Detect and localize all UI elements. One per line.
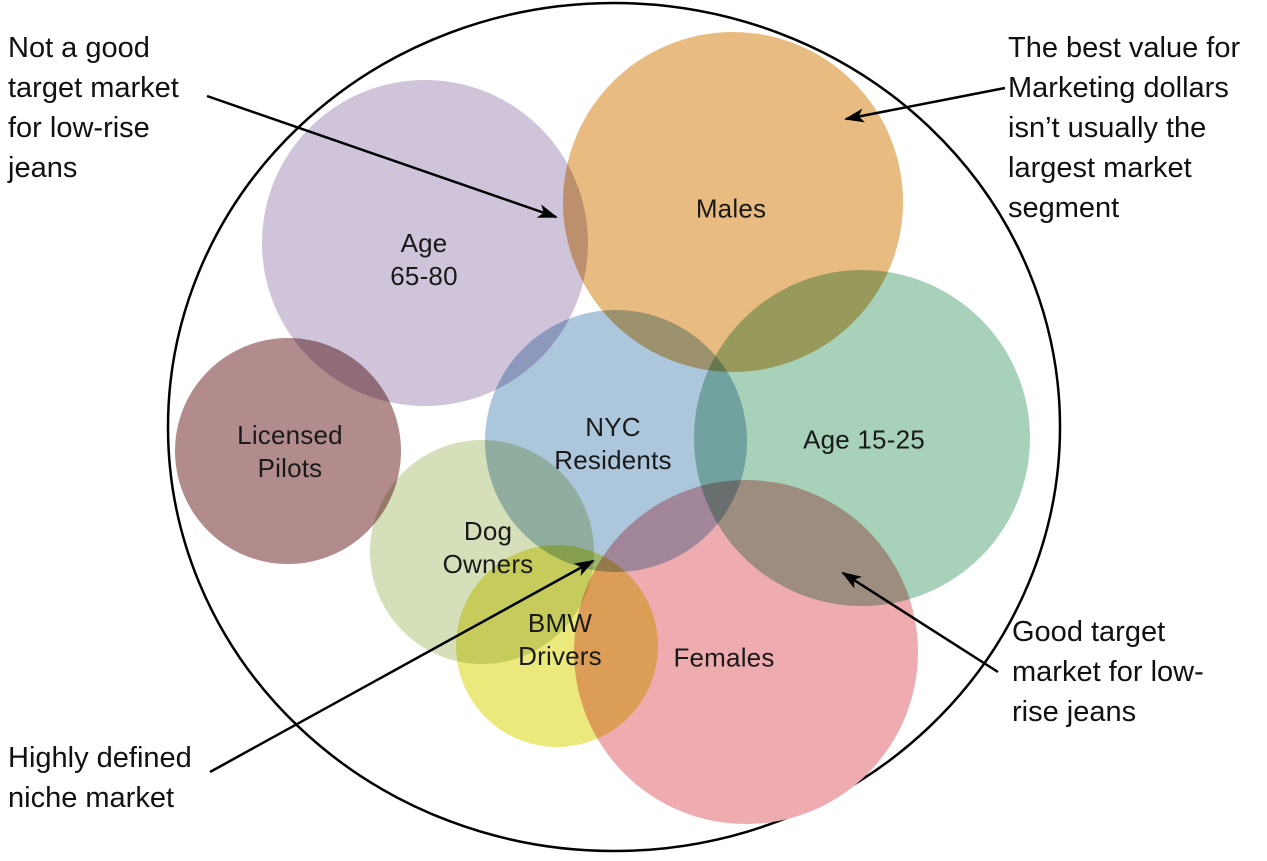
- arrow-good-target: [841, 571, 999, 674]
- arrow-not-good-target: [206, 94, 558, 219]
- annotation-arrows: [206, 86, 1006, 774]
- arrow-best-value: [844, 86, 1006, 123]
- segment-circles: [175, 32, 1030, 824]
- segment-circle-females: [574, 480, 918, 824]
- arrow-niche-market: [209, 559, 595, 774]
- segment-circle-age-65-80: [262, 80, 588, 406]
- universe-boundary: [166, 1, 1062, 853]
- segment-circle-bmw-drivers: [456, 545, 658, 747]
- segment-circle-licensed-pilots: [175, 338, 401, 564]
- segment-circle-nyc-residents: [485, 310, 747, 572]
